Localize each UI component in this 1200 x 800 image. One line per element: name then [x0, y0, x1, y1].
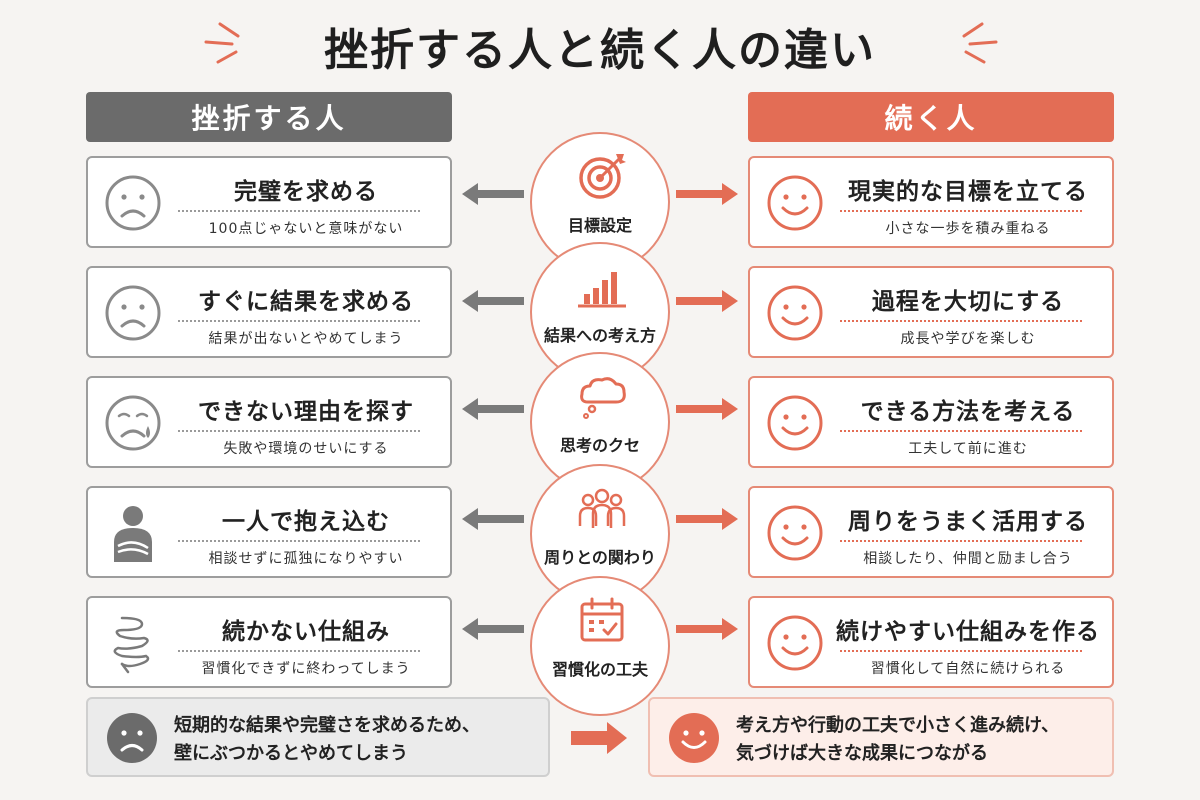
arrow-left-icon	[462, 290, 524, 312]
right-column-header: 続く人	[748, 92, 1114, 142]
dotted-divider	[840, 650, 1082, 652]
target-icon	[579, 154, 626, 199]
dotted-divider	[178, 320, 420, 322]
sad-face-icon	[105, 175, 161, 231]
crying-face-icon	[105, 395, 161, 451]
left-column-header: 挫折する人	[86, 92, 452, 142]
lonely-person-icon	[114, 506, 152, 562]
left-card-subtitle: 結果が出ないとやめてしまう	[208, 331, 404, 347]
dotted-divider	[840, 210, 1082, 212]
center-label: 結果への考え方	[543, 326, 656, 345]
left-card-quick-results: すぐに結果を求める 結果が出ないとやめてしまう	[86, 266, 452, 358]
right-card-find-ways: できる方法を考える 工夫して前に進む	[748, 376, 1114, 468]
calendar-icon	[580, 597, 624, 642]
dotted-divider	[178, 540, 420, 542]
arrow-right-icon	[676, 398, 738, 420]
center-label: 周りとの関わり	[544, 548, 656, 567]
smile-face-icon	[767, 285, 823, 341]
bar-chart-icon	[578, 272, 626, 308]
summary-left-line-2: 壁にぶつかるとやめてしまう	[174, 743, 408, 764]
dotted-divider	[178, 430, 420, 432]
left-card-title: 完璧を求める	[234, 179, 378, 205]
center-circle-habit-building: 習慣化の工夫	[530, 576, 670, 716]
center-label: 思考のクセ	[559, 436, 640, 455]
smile-face-icon	[767, 505, 823, 561]
left-card-subtitle: 習慣化できずに終わってしまう	[201, 661, 411, 677]
arrow-right-icon	[676, 290, 738, 312]
people-icon	[578, 488, 626, 528]
title-accent-lines-right	[962, 22, 998, 64]
spring-icon	[113, 616, 150, 674]
left-card-title: すぐに結果を求める	[198, 289, 414, 315]
left-card-perfectionism: 完璧を求める 100点じゃないと意味がない	[86, 156, 452, 248]
right-card-use-others: 周りをうまく活用する 相談したり、仲間と励まし合う	[748, 486, 1114, 578]
center-circle-relationships: 周りとの関わり	[530, 464, 670, 604]
right-card-realistic-goals: 現実的な目標を立てる 小さな一歩を積み重ねる	[748, 156, 1114, 248]
smile-face-filled-icon	[669, 713, 719, 763]
left-card-subtitle: 失敗や環境のせいにする	[223, 441, 389, 457]
smile-face-icon	[767, 175, 823, 231]
left-card-title: 一人で抱え込む	[222, 509, 390, 535]
right-card-subtitle: 相談したり、仲間と励まし合う	[863, 551, 1073, 567]
center-label: 目標設定	[567, 216, 632, 235]
summary-left-text: 短期的な結果や完璧さを求めるため、 壁にぶつかるとやめてしまう	[174, 712, 538, 768]
right-card-title: 周りをうまく活用する	[848, 509, 1088, 535]
left-card-subtitle: 100点じゃないと意味がない	[208, 221, 404, 237]
right-card-title: 続けやすい仕組みを作る	[836, 619, 1100, 645]
center-circle-goal-setting: 目標設定	[530, 132, 670, 272]
left-card-title: できない理由を探す	[198, 399, 414, 425]
right-card-title: 過程を大切にする	[871, 289, 1065, 315]
dotted-divider	[840, 430, 1082, 432]
arrow-right-icon	[676, 618, 738, 640]
center-label: 習慣化の工夫	[551, 660, 648, 679]
left-card-find-excuses: できない理由を探す 失敗や環境のせいにする	[86, 376, 452, 468]
left-card-no-system: 続かない仕組み 習慣化できずに終わってしまう	[86, 596, 452, 688]
dotted-divider	[840, 540, 1082, 542]
right-card-title: できる方法を考える	[860, 399, 1076, 425]
smile-face-icon	[767, 615, 823, 671]
right-card-value-process: 過程を大切にする 成長や学びを楽しむ	[748, 266, 1114, 358]
summary-left-box: 短期的な結果や完璧さを求めるため、 壁にぶつかるとやめてしまう	[86, 697, 550, 777]
title-accent-lines-left	[204, 22, 240, 64]
right-card-subtitle: 小さな一歩を積み重ねる	[885, 221, 1051, 237]
summary-right-line-1: 考え方や行動の工夫で小さく進み続け、	[736, 715, 1060, 736]
dotted-divider	[178, 210, 420, 212]
summary-left-line-1: 短期的な結果や完璧さを求めるため、	[174, 715, 480, 736]
arrow-left-icon	[462, 183, 524, 205]
right-card-subtitle: 工夫して前に進む	[908, 441, 1028, 457]
summary-arrow-right-icon	[571, 722, 627, 754]
center-circle-results-mindset: 結果への考え方	[530, 242, 670, 382]
sad-face-filled-icon	[107, 713, 157, 763]
dotted-divider	[840, 320, 1082, 322]
sad-face-icon	[105, 285, 161, 341]
right-card-subtitle: 習慣化して自然に続けられる	[870, 661, 1066, 677]
smile-face-icon	[767, 395, 823, 451]
arrow-left-icon	[462, 398, 524, 420]
arrow-left-icon	[462, 618, 524, 640]
arrow-right-icon	[676, 508, 738, 530]
summary-right-text: 考え方や行動の工夫で小さく進み続け、 気づけば大きな成果につながる	[736, 712, 1102, 768]
arrow-left-icon	[462, 508, 524, 530]
right-card-title: 現実的な目標を立てる	[848, 179, 1088, 205]
summary-right-box: 考え方や行動の工夫で小さく進み続け、 気づけば大きな成果につながる	[648, 697, 1114, 777]
dotted-divider	[178, 650, 420, 652]
summary-right-line-2: 気づけば大きな成果につながる	[736, 743, 988, 764]
right-card-build-system: 続けやすい仕組みを作る 習慣化して自然に続けられる	[748, 596, 1114, 688]
left-card-subtitle: 相談せずに孤独になりやすい	[208, 551, 404, 567]
thought-cloud-icon	[580, 377, 626, 419]
page-title: 挫折する人と続く人の違い	[324, 25, 876, 76]
arrow-right-icon	[676, 183, 738, 205]
left-card-carry-alone: 一人で抱え込む 相談せずに孤独になりやすい	[86, 486, 452, 578]
right-card-subtitle: 成長や学びを楽しむ	[900, 331, 1036, 347]
left-card-title: 続かない仕組み	[222, 619, 390, 645]
